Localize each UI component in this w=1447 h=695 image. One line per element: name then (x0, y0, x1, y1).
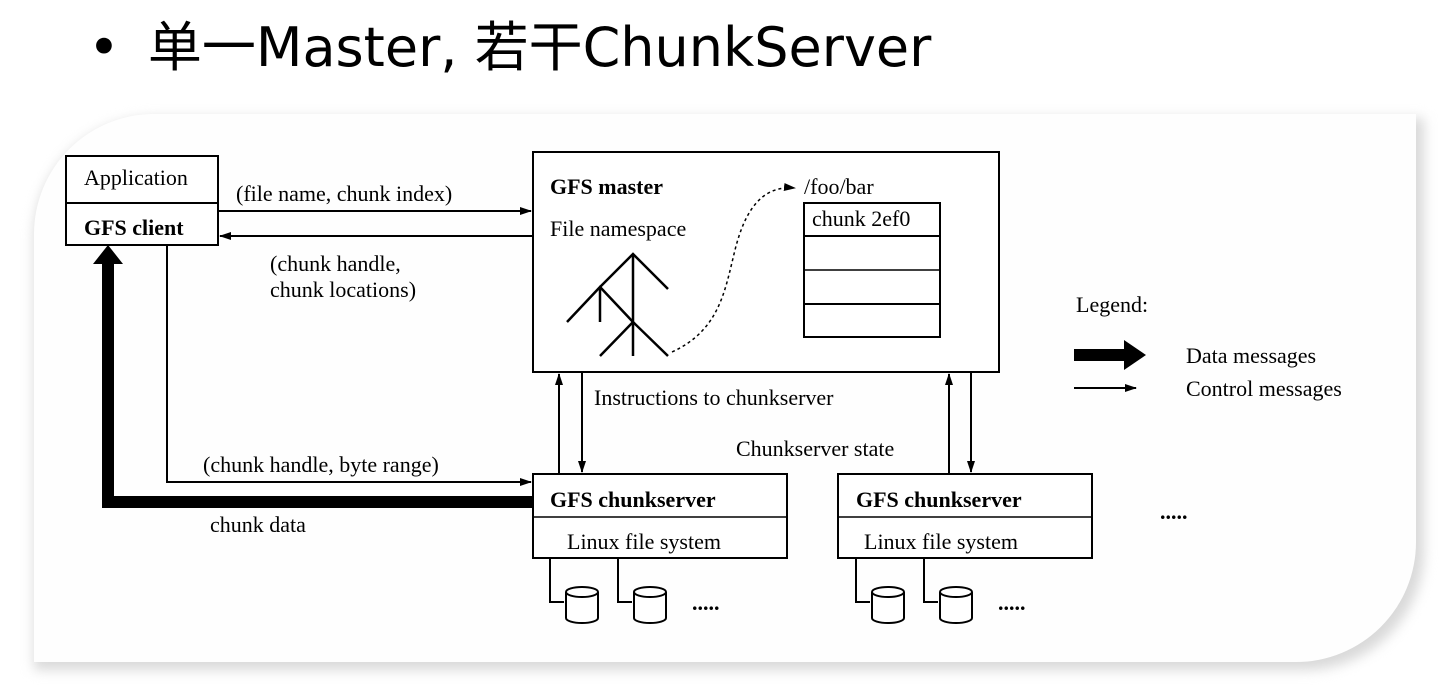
reply-label-line1: (chunk handle, (270, 251, 401, 276)
namespace-tree-icon (566, 252, 669, 357)
slide-heading: • 单一Master, 若干ChunkServer (88, 8, 931, 88)
chunkserver-fs-1: Linux file system (567, 529, 721, 554)
path-label: /foo/bar (804, 174, 874, 199)
chunk-data-label: chunk data (210, 512, 306, 537)
chunkserver-title-2: GFS chunkserver (856, 487, 1022, 512)
legend-title: Legend: (1076, 292, 1148, 317)
data-message-legend-icon (1074, 340, 1146, 370)
disk-more-1: ..... (692, 590, 720, 615)
chunk-data-arrow (93, 245, 533, 508)
disk-icons-2 (855, 558, 973, 624)
application-label: Application (84, 165, 188, 190)
gfs-client-label: GFS client (84, 215, 184, 240)
namespace-link-arrow (671, 183, 796, 353)
read-request-arrow (166, 245, 532, 486)
chunkserver-box-2: GFS chunkserver Linux file system ..... (837, 473, 1093, 624)
reply-label-line2: chunk locations) (270, 277, 416, 302)
bullet-dot: • (88, 16, 120, 79)
legend-control-label: Control messages (1186, 376, 1342, 401)
chunkserver-fs-2: Linux file system (864, 529, 1018, 554)
disk-icons-1 (549, 558, 667, 624)
master-box: GFS master File namespace /foo/bar chunk… (532, 151, 1000, 373)
more-servers: ..... (1160, 499, 1188, 524)
legend: Legend: Data messages Control messages (1074, 292, 1342, 401)
read-request-label: (chunk handle, byte range) (203, 452, 439, 477)
legend-data-label: Data messages (1186, 343, 1316, 368)
heading-text: 单一Master, 若干ChunkServer (147, 16, 932, 79)
instructions-label: Instructions to chunkserver (594, 385, 834, 410)
master-title: GFS master (550, 174, 663, 199)
chunkserver-box-1: GFS chunkserver Linux file system ..... (532, 473, 788, 624)
chunk-label: chunk 2ef0 (812, 206, 910, 231)
disk-more-2: ..... (998, 590, 1026, 615)
client-box: Application GFS client (65, 155, 219, 246)
state-label: Chunkserver state (736, 436, 894, 461)
request-label: (file name, chunk index) (236, 181, 452, 206)
namespace-label: File namespace (550, 216, 686, 241)
chunkserver-title-1: GFS chunkserver (550, 487, 716, 512)
